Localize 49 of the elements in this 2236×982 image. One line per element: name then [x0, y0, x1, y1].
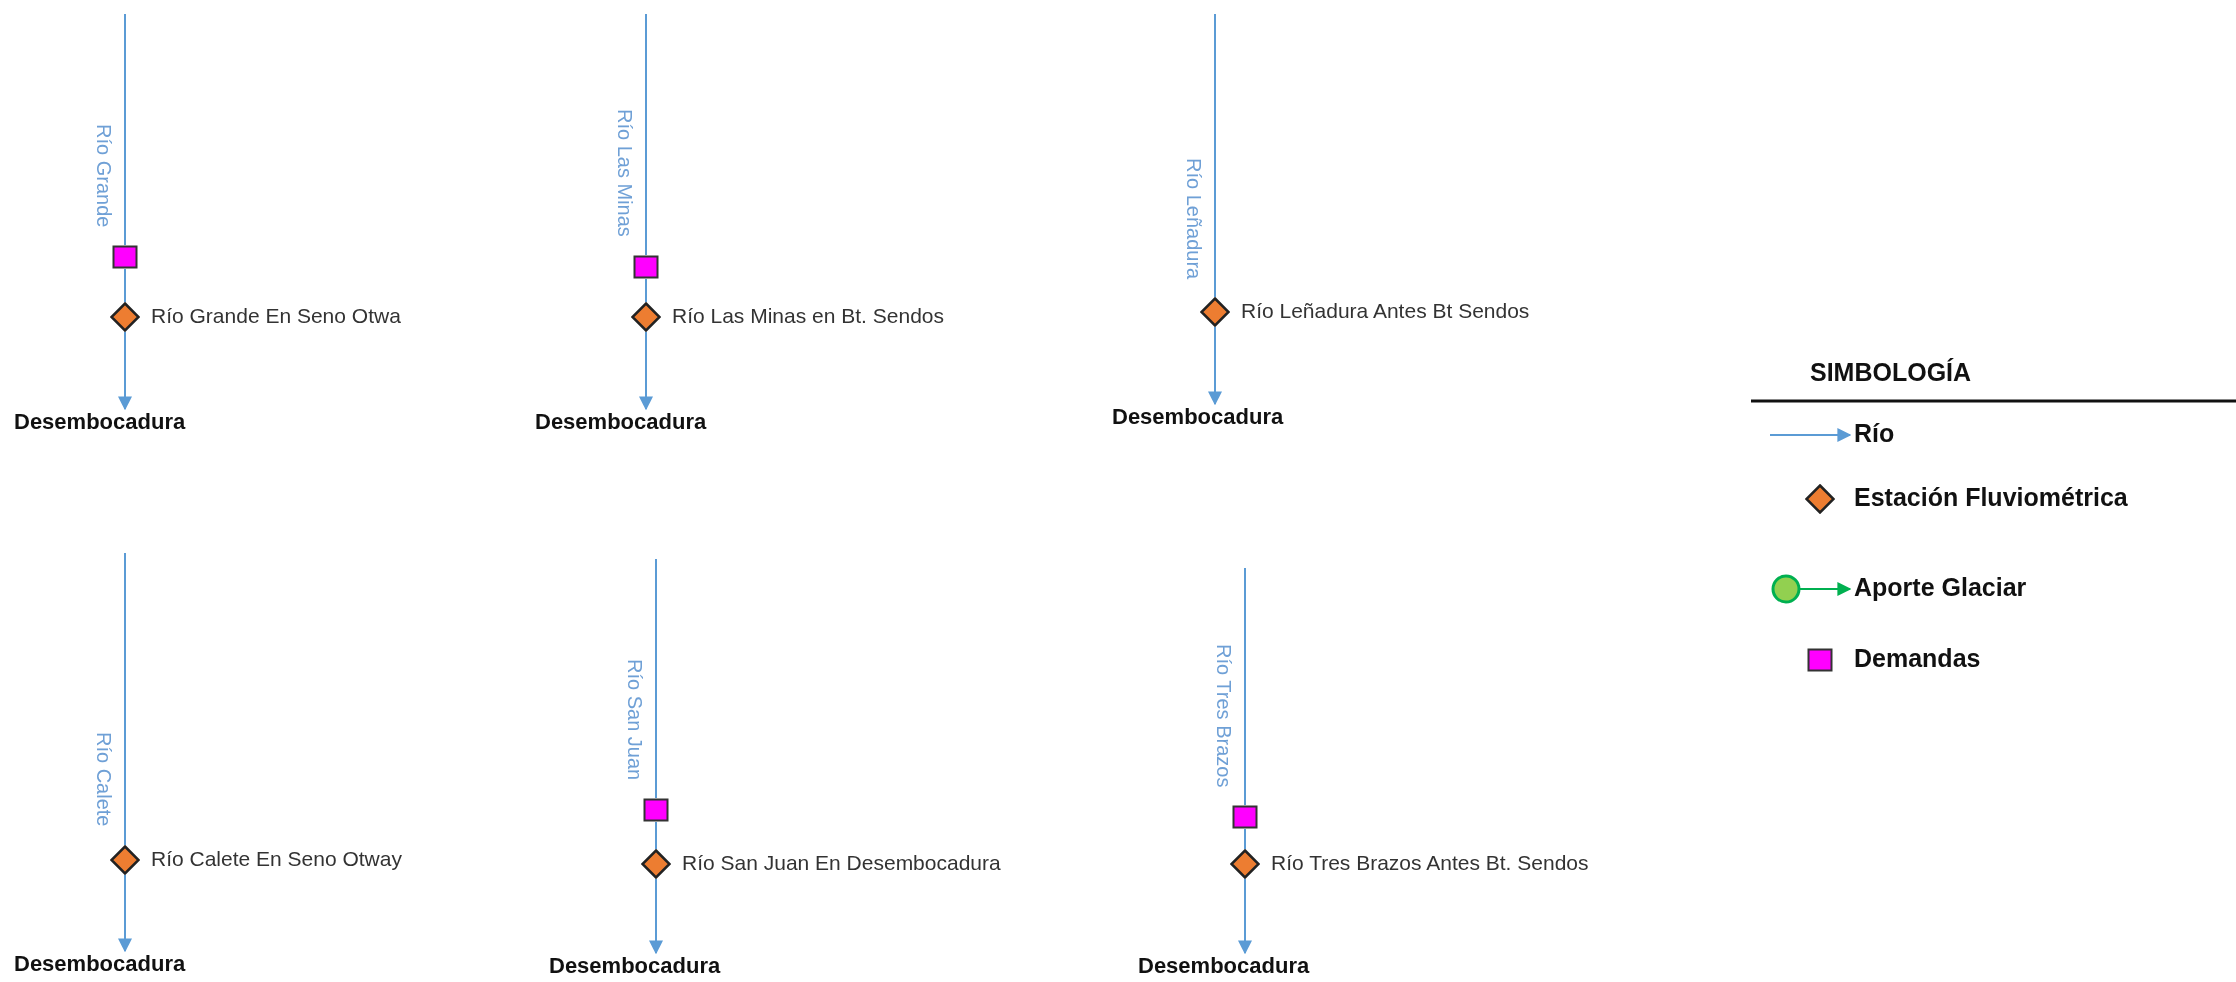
river-line [645, 13, 647, 256]
outlet-label: Desembocadura [1112, 404, 1284, 430]
outlet-label: Desembocadura [535, 409, 707, 435]
river-arrow [118, 331, 132, 411]
station-name: Río San Juan En Desembocadura [682, 851, 1001, 875]
station-name: Río Calete En Seno Otway [151, 847, 402, 871]
river-name: Río Grande [92, 124, 115, 228]
legend-heading: SIMBOLOGÍA [1810, 358, 1972, 387]
river-line [655, 821, 657, 850]
station-name: Río Tres Brazos Antes Bt. Sendos [1271, 851, 1589, 875]
river-arrow [1208, 326, 1222, 406]
river-name: Río Calete [92, 732, 115, 827]
river-arrow [639, 331, 653, 411]
station-name: Río Las Minas en Bt. Sendos [672, 304, 944, 328]
outlet-label: Desembocadura [549, 953, 721, 979]
river-name: Río San Juan [623, 659, 646, 781]
river-arrow [649, 878, 663, 955]
legend-text: Aporte Glaciar [1854, 573, 2027, 602]
legend-text: Demandas [1854, 644, 1981, 673]
river-line [124, 268, 126, 303]
river-name: Río Tres Brazos [1212, 644, 1235, 788]
demand-square [633, 255, 659, 279]
legend-text: Estación Fluviométrica [1854, 483, 2128, 512]
station-diamond [110, 845, 140, 875]
river-line [124, 552, 126, 846]
outlet-label: Desembocadura [1138, 953, 1310, 979]
river-name: Río Leñadura [1182, 158, 1205, 280]
outlet-label: Desembocadura [14, 409, 186, 435]
river-name: Río Las Minas [613, 109, 636, 237]
station-name: Río Grande En Seno Otwa [151, 304, 401, 328]
river-line [1244, 828, 1246, 850]
demand-square [1232, 805, 1258, 829]
river-line [645, 278, 647, 303]
river-arrow [1238, 878, 1252, 955]
station-diamond [110, 302, 140, 332]
station-diamond [641, 849, 671, 879]
river-line [1244, 567, 1246, 806]
outlet-label: Desembocadura [14, 951, 186, 977]
station-name: Río Leñadura Antes Bt Sendos [1241, 299, 1530, 323]
river-arrow [118, 874, 132, 953]
station-diamond [1200, 297, 1230, 327]
demand-square [643, 798, 669, 822]
demand-square [112, 245, 138, 269]
legend-text: Río [1854, 419, 1895, 448]
river-line [655, 558, 657, 799]
station-diamond [631, 302, 661, 332]
station-diamond [1230, 849, 1260, 879]
river-line [124, 13, 126, 246]
river-line [1214, 13, 1216, 298]
